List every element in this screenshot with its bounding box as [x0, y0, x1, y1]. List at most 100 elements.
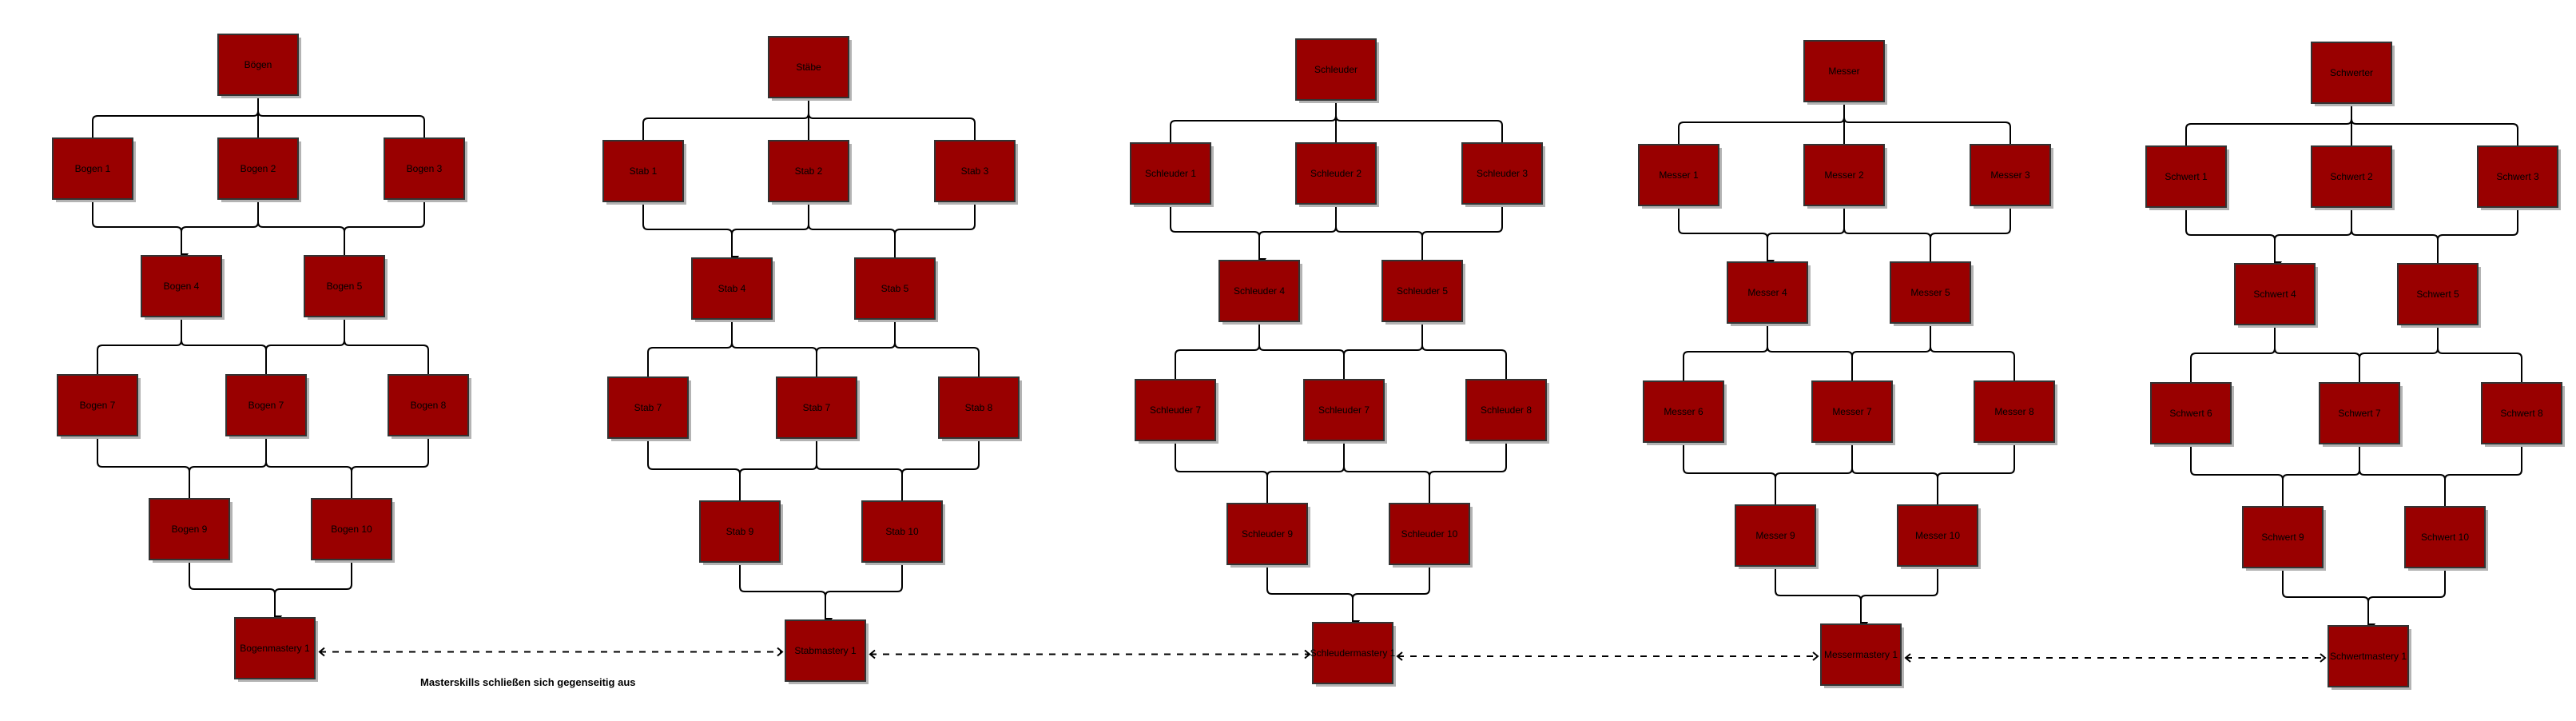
- skill-node[interactable]: Schleuder 5: [1381, 260, 1465, 325]
- skill-node[interactable]: Schleuder 7: [1135, 379, 1218, 444]
- node-box: [2311, 145, 2392, 208]
- skill-node[interactable]: Schwert 8: [2481, 382, 2565, 447]
- node-box: [217, 34, 299, 96]
- skill-node[interactable]: Schwert 1: [2145, 145, 2229, 210]
- node-box: [785, 619, 866, 682]
- skill-node[interactable]: Schwert 9: [2242, 506, 2326, 571]
- skill-node[interactable]: Messer 1: [1638, 144, 1722, 209]
- node-label: Schleuder 9: [1242, 528, 1293, 540]
- skill-node[interactable]: Schwert 3: [2477, 145, 2561, 210]
- node-label: Schleuder 1: [1145, 168, 1196, 179]
- skill-node[interactable]: Schleuder 7: [1303, 379, 1387, 444]
- connector-line: [1767, 323, 1853, 381]
- node-box: [141, 255, 222, 317]
- connector-line: [265, 436, 352, 499]
- tree-root-node[interactable]: Messer: [1803, 40, 1887, 105]
- node-label: Messer 9: [1755, 530, 1795, 541]
- connector-line: [825, 562, 903, 624]
- skill-node[interactable]: Schwert 10: [2404, 506, 2488, 571]
- node-box: [776, 376, 857, 439]
- node-label: Schwert 9: [2261, 532, 2304, 543]
- tree-root-node[interactable]: Stäbe: [768, 36, 852, 101]
- skill-node[interactable]: Stab 4: [691, 257, 775, 322]
- connector-line: [97, 436, 190, 499]
- skill-node[interactable]: Schwert 6: [2150, 382, 2234, 447]
- skill-node[interactable]: Schwert 7: [2319, 382, 2403, 447]
- skill-node[interactable]: Messer 2: [1803, 144, 1887, 209]
- tree-root-node[interactable]: Bögen: [217, 34, 301, 98]
- connector-line: [1930, 323, 2015, 381]
- skill-node[interactable]: Stab 3: [934, 140, 1018, 205]
- skill-node[interactable]: Schwert 4: [2234, 263, 2318, 328]
- node-label: Schwert 1: [2165, 171, 2208, 182]
- skill-node[interactable]: Schleuder 1: [1130, 142, 1214, 207]
- skill-node[interactable]: Stab 7: [607, 376, 691, 441]
- skill-node[interactable]: Stab 2: [768, 140, 852, 205]
- skill-node[interactable]: Bogen 3: [384, 137, 467, 202]
- skill-node[interactable]: Schleuder 4: [1218, 260, 1302, 325]
- skill-node[interactable]: Messer 9: [1735, 504, 1819, 569]
- mastery-node[interactable]: Schleudermastery 1: [1310, 622, 1396, 687]
- node-label: Stab 10: [885, 526, 919, 537]
- connector-line: [1429, 440, 1507, 504]
- node-label: Stäbe: [796, 62, 821, 73]
- node-label: Schleuder 8: [1481, 404, 1532, 416]
- node-label: Stab 7: [634, 402, 662, 413]
- tree-root-node[interactable]: Schwerter: [2311, 42, 2395, 106]
- skill-node[interactable]: Messer 5: [1890, 261, 1974, 326]
- skill-node[interactable]: Messer 6: [1643, 380, 1727, 445]
- skill-node[interactable]: Messer 10: [1897, 504, 1981, 569]
- skill-node[interactable]: Stab 7: [776, 376, 860, 441]
- node-label: Bogen 9: [172, 524, 208, 535]
- node-box: [854, 257, 936, 320]
- skill-node[interactable]: Schleuder 2: [1295, 142, 1379, 207]
- connector-line: [2437, 207, 2518, 264]
- skill-node[interactable]: Stab 10: [861, 500, 945, 565]
- node-box: [311, 498, 392, 560]
- node-label: Bogen 3: [407, 163, 443, 174]
- open-arrow-left-icon: [1396, 651, 1403, 661]
- connector-line: [894, 319, 980, 377]
- connector-line: [2359, 325, 2439, 383]
- skill-node[interactable]: Schwert 2: [2311, 145, 2395, 210]
- skill-node[interactable]: Stab 8: [938, 376, 1022, 441]
- skill-node[interactable]: Schleuder 8: [1465, 379, 1549, 444]
- node-label: Bogen 2: [241, 163, 276, 174]
- skill-node[interactable]: Bogen 9: [149, 498, 233, 563]
- mastery-node[interactable]: Stabmastery 1: [785, 619, 869, 684]
- skill-node[interactable]: Stab 9: [699, 500, 783, 565]
- mastery-node[interactable]: Bogenmastery 1: [234, 617, 318, 682]
- node-box: [602, 140, 684, 202]
- skill-node[interactable]: Schleuder 10: [1389, 503, 1473, 568]
- skill-node[interactable]: Messer 3: [1970, 144, 2053, 209]
- node-box: [768, 36, 849, 98]
- connector-line: [1775, 566, 1868, 628]
- skill-node[interactable]: Bogen 10: [311, 498, 395, 563]
- skill-node[interactable]: Messer 4: [1727, 261, 1811, 326]
- skill-node[interactable]: Messer 8: [1974, 380, 2057, 445]
- tree-root-node[interactable]: Schleuder: [1295, 38, 1379, 103]
- skill-node[interactable]: Schleuder 3: [1461, 142, 1545, 207]
- node-box: [388, 374, 469, 436]
- skill-node[interactable]: Bogen 7: [57, 374, 141, 439]
- skill-node[interactable]: Messer 7: [1811, 380, 1895, 445]
- node-label: Schleuder 10: [1401, 528, 1458, 540]
- skill-node[interactable]: Bogen 4: [141, 255, 225, 320]
- skill-node[interactable]: Stab 5: [854, 257, 938, 322]
- connector-line: [1860, 566, 1938, 628]
- skill-node[interactable]: Schleuder 9: [1226, 503, 1310, 568]
- skill-node[interactable]: Schwert 5: [2397, 263, 2481, 328]
- connector-line: [1343, 321, 1423, 380]
- skill-node[interactable]: Bogen 8: [388, 374, 471, 439]
- node-box: [149, 498, 230, 560]
- mastery-node[interactable]: Messermastery 1: [1820, 623, 1904, 688]
- node-box: [1803, 144, 1885, 206]
- mastery-node[interactable]: Schwertmastery 1: [2328, 625, 2411, 690]
- connector-line: [1683, 323, 1768, 381]
- skill-node[interactable]: Bogen 7: [225, 374, 309, 439]
- skill-node[interactable]: Bogen 5: [304, 255, 388, 320]
- node-box: [1389, 503, 1470, 565]
- skill-node[interactable]: Bogen 2: [217, 137, 301, 202]
- skill-node[interactable]: Stab 1: [602, 140, 686, 205]
- skill-node[interactable]: Bogen 1: [52, 137, 136, 202]
